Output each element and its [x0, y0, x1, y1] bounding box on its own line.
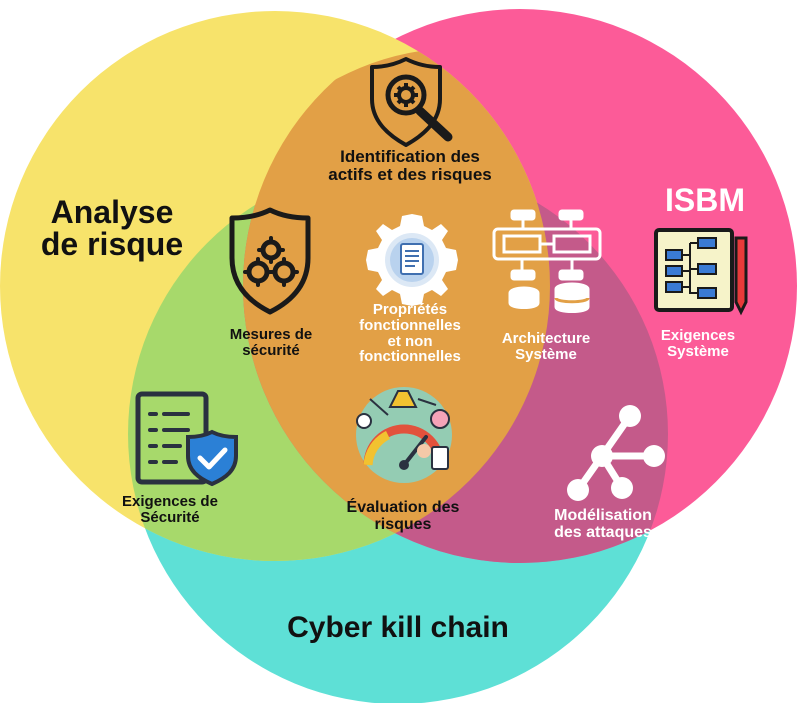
evaluation-line2: risques	[374, 515, 432, 533]
attack-tree-icon	[567, 405, 665, 501]
proprietes-label: Propriétés fonctionnelles et non fonctio…	[334, 302, 486, 365]
analyse-title-line2: de risque	[40, 226, 184, 262]
document-gear-icon	[366, 214, 458, 306]
modelisation-line1: Modélisation	[554, 507, 652, 524]
architecture-line2: Système	[515, 345, 577, 363]
exigences-systeme-label: Exigences Système	[640, 328, 756, 360]
modelisation-attaques-label: Modélisation des attaques	[530, 507, 676, 542]
shield-gears-icon	[229, 207, 311, 315]
architecture-line1: Architecture	[501, 330, 591, 347]
analyse-risque-title: Analyse de risque	[22, 196, 202, 260]
proprietes-line4: fonctionnelles	[359, 348, 461, 366]
exigences-securite-line1: Exigences de	[122, 493, 218, 510]
cyber-kill-chain-title: Cyber kill chain	[287, 611, 509, 644]
analyse-title-line1: Analyse	[50, 194, 174, 230]
mesures-line2: sécurité	[242, 341, 300, 359]
exigences-securite-label: Exigences de Sécurité	[100, 494, 240, 526]
central-overlap	[243, 48, 550, 561]
exigences-systeme-line1: Exigences	[660, 327, 736, 344]
evaluation-risques-label: Évaluation des risques	[318, 499, 488, 534]
modelisation-line2: des attaques	[554, 523, 652, 541]
proprietes-line2: fonctionnelles	[359, 316, 461, 334]
proprietes-line3: et non	[387, 332, 433, 350]
identification-line1: Identification des	[340, 147, 480, 166]
identification-label: Identification des actifs et des risques	[290, 148, 530, 184]
architecture-systeme-label: Architecture Système	[476, 331, 616, 363]
risk-assessment-illustration-icon	[356, 387, 452, 483]
shield-magnifier-gear-icon	[370, 57, 453, 147]
evaluation-line1: Évaluation des	[346, 499, 460, 516]
isbm-title: ISBM	[665, 182, 745, 218]
architecture-diagram-icon	[492, 209, 602, 313]
mesures-line1: Mesures de	[229, 326, 313, 343]
identification-line2: actifs et des risques	[328, 164, 492, 184]
exigences-securite-line2: Sécurité	[140, 508, 200, 526]
proprietes-line1: Propriétés	[372, 301, 448, 318]
mesures-securite-label: Mesures de sécurité	[206, 327, 336, 359]
security-checklist-shield-icon	[135, 391, 238, 487]
system-requirements-chart-icon	[654, 228, 748, 316]
exigences-systeme-line2: Système	[667, 342, 729, 360]
